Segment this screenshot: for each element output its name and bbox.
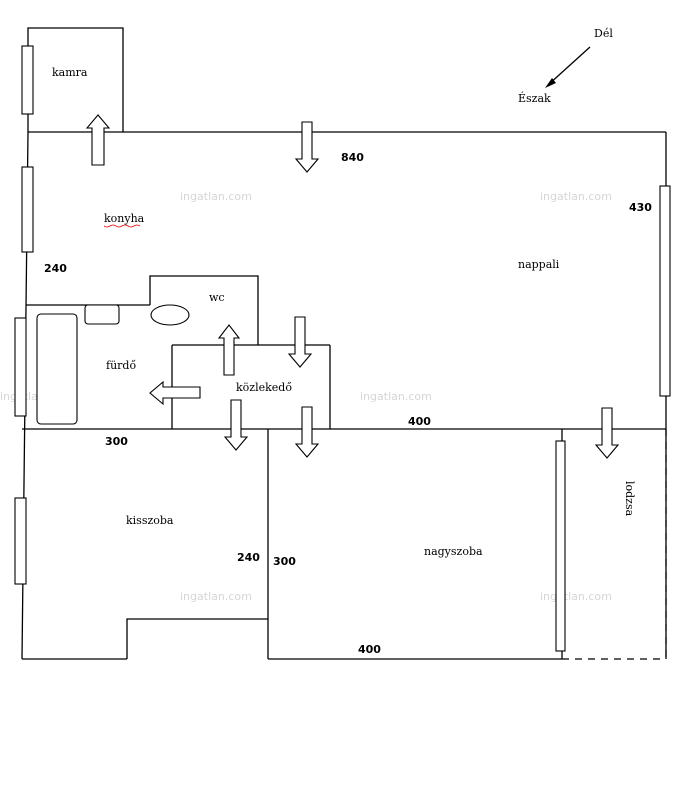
room-label-pantry: kamra [52,66,88,79]
room-label-living-room: nappali [518,258,560,271]
dim-living-depth: 430 [629,201,652,214]
arrow-corridor-down [287,316,313,368]
compass: Dél Észak [518,27,613,105]
dimension-labels: 840 430 240 400 300 240 300 400 [44,151,652,656]
watermark-6: ingatlan.com [540,590,612,603]
arrow-to-small-room [223,399,249,451]
room-label-wc: wc [209,291,225,304]
dim-kitchen-depth: 240 [44,262,67,275]
watermark-1: ingatlan.com [180,190,252,203]
dim-small-room-width: 300 [105,435,128,448]
dim-large-room-depth: 300 [273,555,296,568]
room-label-corridor: közlekedő [236,381,292,394]
door-arrows [85,114,620,459]
watermark-5: ingatlan.com [180,590,252,603]
window-small-room [14,497,27,585]
arrow-to-loggia [594,407,620,459]
room-label-large-room: nagyszoba [424,545,483,558]
dim-large-room-width: 400 [358,643,381,656]
window-loggia [555,440,566,652]
arrow-to-large-room [294,406,320,458]
dim-top-width: 840 [341,151,364,164]
washbasin [84,304,120,325]
bottom-notch [126,618,268,659]
room-label-small-room: kisszoba [126,514,174,527]
watermark-4: ingatlan.com [360,390,432,403]
room-labels: kamra konyha nappali wc fürdő közlekedő … [52,66,636,558]
compass-north-label: Észak [518,91,551,105]
room-label-bathroom: fürdő [106,359,136,372]
room-label-loggia: lodzsa [623,481,636,517]
watermark-2: ingatlan.com [540,190,612,203]
window-bathroom [14,317,27,417]
bathtub [36,313,78,425]
toilet [150,304,190,326]
windows [14,45,671,652]
compass-arrow-head [545,78,556,88]
arrow-to-pantry [85,114,111,166]
arrow-to-wc [217,324,241,376]
wc-walls [149,275,259,345]
window-kitchen [21,166,34,253]
window-pantry [21,45,34,115]
arrow-to-living-room [294,121,320,173]
spellcheck-underline [103,224,141,228]
watermarks: ingatlan.com ingatlan.com ingatlan.com i… [0,190,612,603]
compass-arrow-line [547,46,591,86]
compass-south-label: Dél [594,27,613,40]
room-label-kitchen: konyha [104,212,145,225]
pantry-walls [27,27,124,132]
window-living-room [659,185,671,397]
dim-living-lower-width: 400 [408,415,431,428]
fixtures [36,304,190,425]
arrow-to-bathroom [149,380,201,406]
dim-small-room-depth: 240 [237,551,260,564]
walls [21,27,667,660]
